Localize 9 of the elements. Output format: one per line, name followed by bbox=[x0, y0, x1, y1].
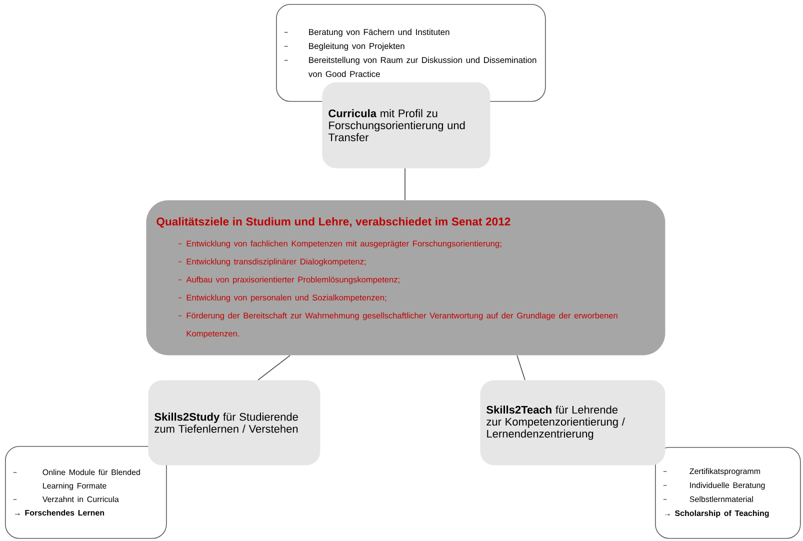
outline-box: Online Module für Blended Learning Formate Verzahnt in Curricula → Forschendes Lernen bbox=[5, 446, 167, 539]
connector-line bbox=[258, 355, 290, 380]
goals-box: Qualitätsziele in Studium und Lehre, verabschiedet im Senat 2012 Entwicklung von fachlichen Kompetenzen mit ausgeprägter Forschungsorientierung; Entwicklung transdisziplinärer Dialogkompetenz; Aufbau von praxisorientierter Problemlösungskompetenz; Entwicklung von personalen und Sozialkompetenzen; Förderung der Bereitschaft zur Wahrnehmung gesellschaftlicher Verantwortung auf der Grundlage der erworbenen Kompetenzen. bbox=[146, 200, 666, 356]
process-box: Skills2Teach für Lehrende zur Kompetenzorientierung / Lernendenzentrierung bbox=[480, 380, 666, 466]
connector-line bbox=[404, 168, 406, 200]
connector-line bbox=[516, 355, 526, 380]
outline-box: Zertifikatsprogramm Individuelle Beratung Selbstlernmaterial → Scholarship of Teaching bbox=[655, 447, 801, 539]
process-box: Skills2Study für Studierende zum Tiefenlernen / Verstehen bbox=[148, 380, 320, 466]
process-box: Curricula mit Profil zu Forschungsorientierung und Transfer bbox=[322, 82, 490, 168]
